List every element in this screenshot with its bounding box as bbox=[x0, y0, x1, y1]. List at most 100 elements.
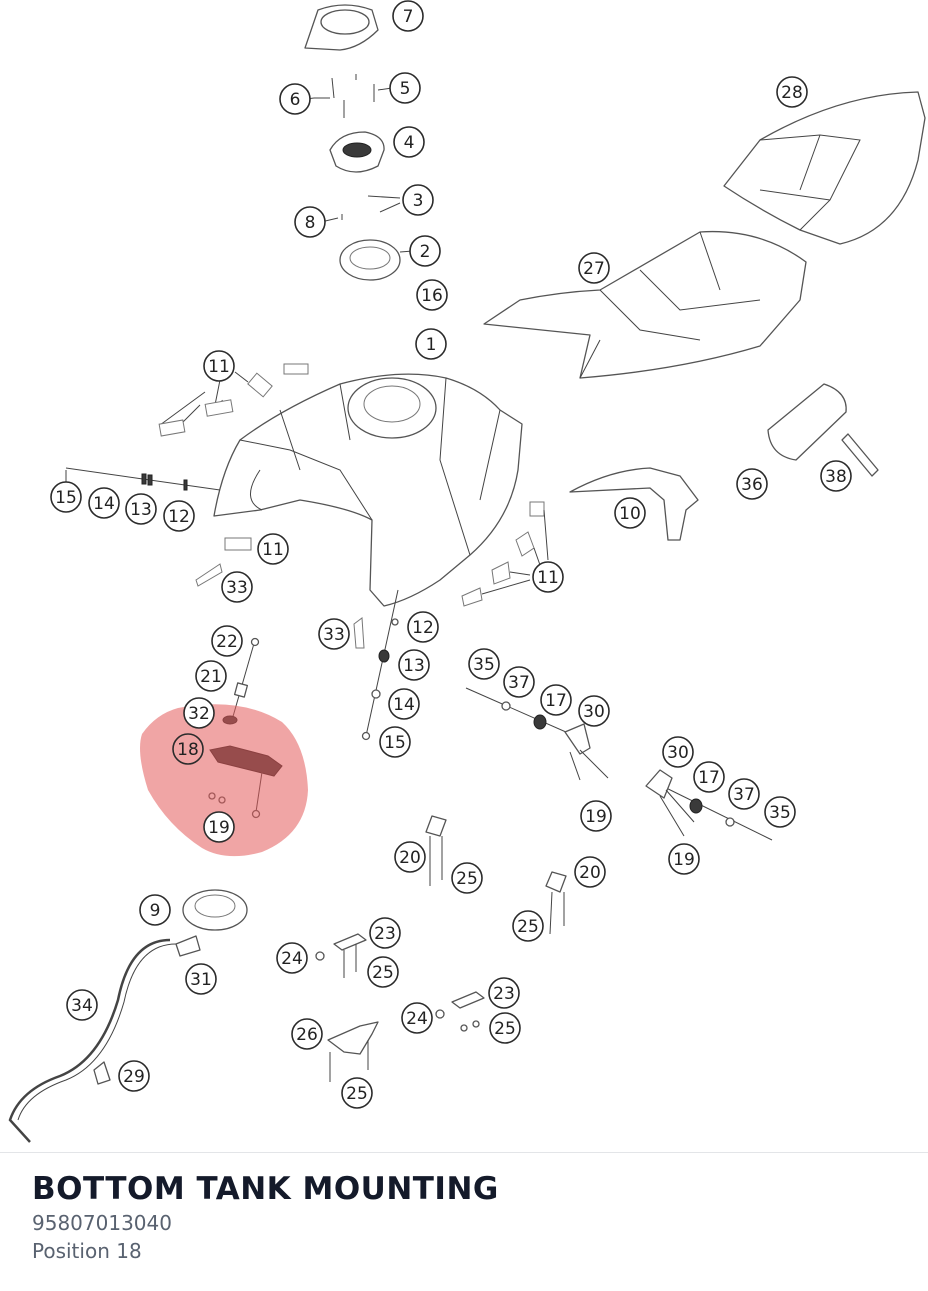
callout-2[interactable]: 2 bbox=[409, 235, 441, 267]
callout-25[interactable]: 25 bbox=[341, 1077, 373, 1109]
callout-number: 19 bbox=[673, 850, 695, 870]
callout-number: 35 bbox=[473, 655, 495, 675]
callout-7[interactable]: 7 bbox=[392, 0, 424, 32]
callout-30[interactable]: 30 bbox=[662, 736, 694, 768]
callout-38[interactable]: 38 bbox=[820, 460, 852, 492]
callout-number: 13 bbox=[130, 500, 152, 520]
callout-21[interactable]: 21 bbox=[195, 660, 227, 692]
callout-17[interactable]: 17 bbox=[540, 684, 572, 716]
callout-19[interactable]: 19 bbox=[203, 811, 235, 843]
callout-13[interactable]: 13 bbox=[125, 493, 157, 525]
part-position: Position 18 bbox=[32, 1239, 142, 1263]
callout-number: 14 bbox=[93, 494, 115, 514]
callout-5[interactable]: 5 bbox=[389, 72, 421, 104]
callout-12[interactable]: 12 bbox=[163, 500, 195, 532]
callout-20[interactable]: 20 bbox=[574, 856, 606, 888]
callout-number: 25 bbox=[456, 869, 478, 889]
callout-number: 38 bbox=[825, 467, 847, 487]
callout-number: 24 bbox=[281, 949, 303, 969]
callout-number: 15 bbox=[55, 488, 77, 508]
callout-number: 29 bbox=[123, 1067, 145, 1087]
callout-23[interactable]: 23 bbox=[369, 917, 401, 949]
callout-31[interactable]: 31 bbox=[185, 963, 217, 995]
front-seat-part bbox=[483, 230, 807, 379]
callout-number: 6 bbox=[290, 90, 301, 110]
callout-26[interactable]: 26 bbox=[291, 1018, 323, 1050]
pad-part bbox=[767, 383, 847, 461]
callout-24[interactable]: 24 bbox=[401, 1002, 433, 1034]
callout-number: 11 bbox=[537, 568, 559, 588]
callout-number: 7 bbox=[403, 7, 414, 27]
callout-12[interactable]: 12 bbox=[407, 611, 439, 643]
callout-18[interactable]: 18 bbox=[172, 733, 204, 765]
callout-number: 37 bbox=[733, 785, 755, 805]
callout-11[interactable]: 11 bbox=[532, 561, 564, 593]
callout-23[interactable]: 23 bbox=[488, 977, 520, 1009]
callout-25[interactable]: 25 bbox=[512, 910, 544, 942]
callout-number: 12 bbox=[412, 618, 434, 638]
callout-1[interactable]: 1 bbox=[415, 328, 447, 360]
callout-25[interactable]: 25 bbox=[489, 1012, 521, 1044]
callout-number: 35 bbox=[769, 803, 791, 823]
callout-36[interactable]: 36 bbox=[736, 468, 768, 500]
callout-24[interactable]: 24 bbox=[276, 942, 308, 974]
callout-11[interactable]: 11 bbox=[203, 350, 235, 382]
callout-number: 24 bbox=[406, 1009, 428, 1029]
callout-number: 23 bbox=[374, 924, 396, 944]
callout-number: 12 bbox=[168, 507, 190, 527]
callout-number: 2 bbox=[420, 242, 431, 262]
callout-number: 19 bbox=[585, 807, 607, 827]
callout-33[interactable]: 33 bbox=[221, 571, 253, 603]
rear-seat-part bbox=[723, 91, 926, 245]
callout-34[interactable]: 34 bbox=[66, 989, 98, 1021]
callout-number: 19 bbox=[208, 818, 230, 838]
callout-10[interactable]: 10 bbox=[614, 497, 646, 529]
callout-15[interactable]: 15 bbox=[50, 481, 82, 513]
callout-35[interactable]: 35 bbox=[468, 648, 500, 680]
callout-22[interactable]: 22 bbox=[211, 625, 243, 657]
callout-35[interactable]: 35 bbox=[764, 796, 796, 828]
callout-9[interactable]: 9 bbox=[139, 894, 171, 926]
callout-number: 4 bbox=[404, 133, 415, 153]
callout-19[interactable]: 19 bbox=[580, 800, 612, 832]
callout-number: 3 bbox=[413, 191, 424, 211]
callout-number: 37 bbox=[508, 673, 530, 693]
callout-6[interactable]: 6 bbox=[279, 83, 311, 115]
callout-28[interactable]: 28 bbox=[776, 76, 808, 108]
callout-number: 20 bbox=[399, 848, 421, 868]
callout-33[interactable]: 33 bbox=[318, 618, 350, 650]
callout-number: 34 bbox=[71, 996, 93, 1016]
side-panel-part bbox=[569, 467, 699, 541]
callout-27[interactable]: 27 bbox=[578, 252, 610, 284]
callout-32[interactable]: 32 bbox=[183, 697, 215, 729]
callout-3[interactable]: 3 bbox=[402, 184, 434, 216]
callout-number: 9 bbox=[150, 901, 161, 921]
callout-37[interactable]: 37 bbox=[503, 666, 535, 698]
callout-number: 14 bbox=[393, 695, 415, 715]
callout-number: 27 bbox=[583, 259, 605, 279]
callout-number: 22 bbox=[216, 632, 238, 652]
callout-20[interactable]: 20 bbox=[394, 841, 426, 873]
callout-29[interactable]: 29 bbox=[118, 1060, 150, 1092]
callout-30[interactable]: 30 bbox=[578, 695, 610, 727]
callout-11[interactable]: 11 bbox=[257, 533, 289, 565]
callout-15[interactable]: 15 bbox=[379, 726, 411, 758]
callout-16[interactable]: 16 bbox=[416, 279, 448, 311]
callout-37[interactable]: 37 bbox=[728, 778, 760, 810]
diagram-canvas: 7564382161282711151413121133103638112233… bbox=[8, 0, 926, 1143]
highlight-region[interactable] bbox=[140, 704, 308, 857]
callout-14[interactable]: 14 bbox=[388, 688, 420, 720]
callout-25[interactable]: 25 bbox=[367, 956, 399, 988]
callout-number: 1 bbox=[426, 335, 437, 355]
part-title: BOTTOM TANK MOUNTING bbox=[32, 1171, 499, 1207]
callout-number: 5 bbox=[400, 79, 411, 99]
callout-4[interactable]: 4 bbox=[393, 126, 425, 158]
callout-19[interactable]: 19 bbox=[668, 843, 700, 875]
callout-8[interactable]: 8 bbox=[294, 206, 326, 238]
callout-14[interactable]: 14 bbox=[88, 487, 120, 519]
callout-17[interactable]: 17 bbox=[693, 761, 725, 793]
callout-number: 10 bbox=[619, 504, 641, 524]
callout-25[interactable]: 25 bbox=[451, 862, 483, 894]
callout-13[interactable]: 13 bbox=[398, 649, 430, 681]
